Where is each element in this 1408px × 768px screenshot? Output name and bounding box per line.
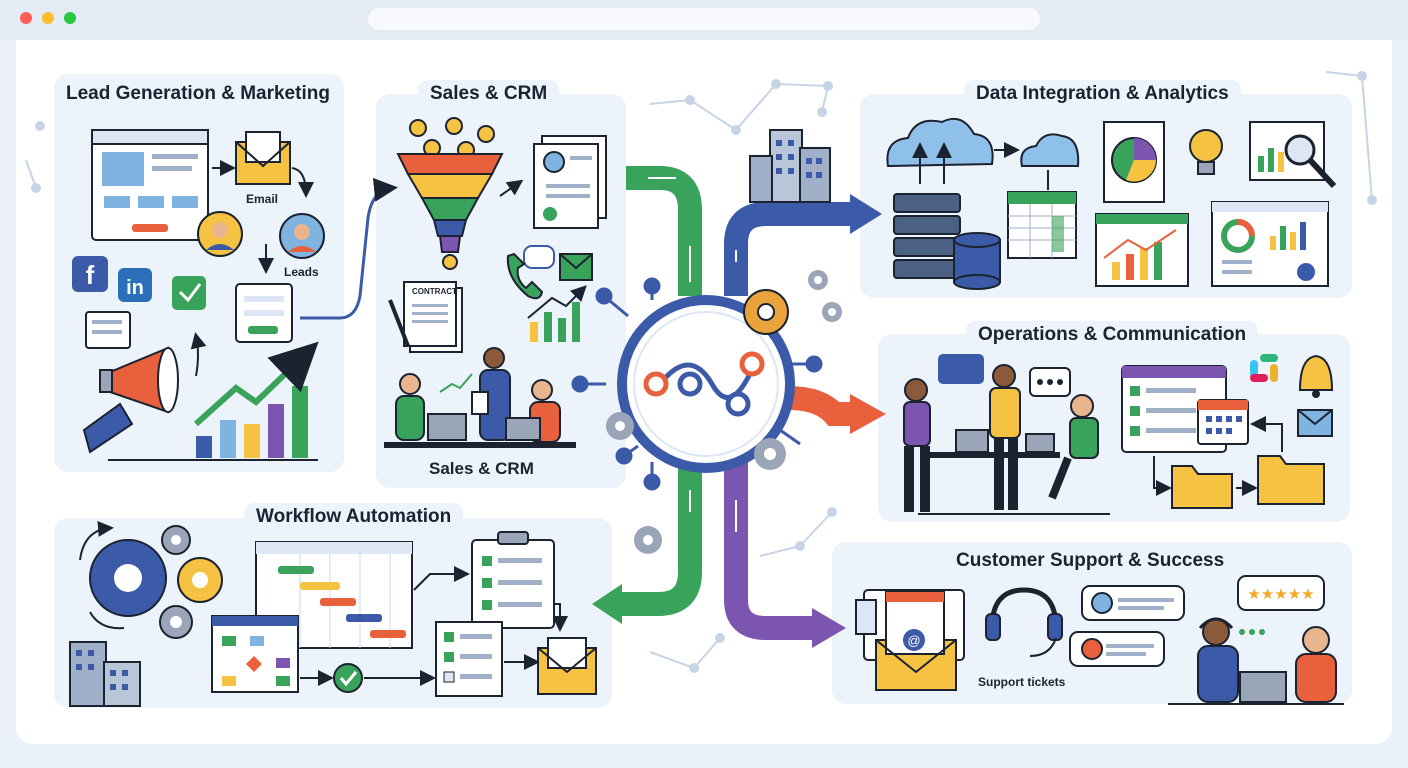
bar-chart-small xyxy=(527,285,587,342)
email-label: Email xyxy=(246,192,279,206)
customer-profile-doc xyxy=(533,135,607,229)
flow-green-out-head xyxy=(592,584,622,624)
slack-icon xyxy=(1250,354,1278,382)
svg-text:f: f xyxy=(86,260,95,290)
linkedin-icon: in xyxy=(118,268,152,302)
dashboard-card xyxy=(1211,201,1329,287)
avatar-lead-2 xyxy=(279,213,325,259)
clipboard-icon xyxy=(471,531,555,629)
facebook-icon: f xyxy=(72,256,108,292)
pie-chart-icon xyxy=(1103,121,1165,203)
lightbulb-icon xyxy=(1189,129,1223,175)
minimize-dot[interactable] xyxy=(42,12,54,24)
flow-blue-head xyxy=(850,194,882,234)
building-icon xyxy=(749,129,831,203)
panel-title-workflow: Workflow Automation xyxy=(244,503,464,531)
leads-label: Leads xyxy=(284,265,319,279)
growth-bars xyxy=(108,341,319,461)
contract-icon xyxy=(388,281,463,353)
svg-text:★★★★★: ★★★★★ xyxy=(1247,585,1314,603)
flow-arrows xyxy=(300,166,886,648)
svg-text:in: in xyxy=(126,277,144,299)
ops-people xyxy=(903,354,1110,515)
svg-text:@: @ xyxy=(907,633,920,648)
gear-icon xyxy=(743,289,789,335)
flow-green-out xyxy=(622,468,702,616)
server-icon xyxy=(893,193,961,279)
close-dot[interactable] xyxy=(20,12,32,24)
building-icon-workflow xyxy=(69,641,141,707)
magnifier-icon xyxy=(1249,121,1337,189)
maximize-dot[interactable] xyxy=(64,12,76,24)
flow-purple xyxy=(724,460,812,640)
phone-icon xyxy=(506,252,544,300)
list-card xyxy=(85,311,131,349)
panel-title-data-integration: Data Integration & Analytics xyxy=(964,80,1241,108)
check-circle-icon xyxy=(333,663,363,693)
envelope-icon-small xyxy=(559,253,593,281)
support-agents xyxy=(1168,617,1344,705)
panel-title-sales-crm: Sales & CRM xyxy=(418,80,560,108)
megaphone-icon xyxy=(82,346,179,454)
ticket-envelope: @ xyxy=(855,589,965,691)
funnel-icon xyxy=(396,153,504,253)
support-tickets-label: Support tickets xyxy=(978,675,1066,689)
decor-network xyxy=(25,71,1377,673)
sales-crm-caption: Sales & CRM xyxy=(429,459,534,478)
panel-title-operations: Operations & Communication xyxy=(966,321,1259,349)
calendar-icon xyxy=(1197,399,1249,445)
spreadsheet-icon xyxy=(1007,191,1077,259)
chat-icon xyxy=(523,245,555,269)
flowchart-card xyxy=(211,615,299,693)
flow-green-in xyxy=(626,166,702,296)
panel-title-support: Customer Support & Success xyxy=(944,547,1237,575)
bell-icon xyxy=(1298,354,1334,398)
flow-orange xyxy=(787,386,852,426)
contract-label: CONTRACT xyxy=(412,287,457,296)
sales-team xyxy=(384,347,576,448)
typing-dots xyxy=(1239,629,1265,635)
chat-bubble-2 xyxy=(1069,631,1165,667)
envelope-icon-workflow xyxy=(537,637,597,695)
database-icon xyxy=(953,232,1001,290)
avatar-lead xyxy=(197,211,243,257)
lead-landing-page xyxy=(91,129,209,241)
flow-orange-head xyxy=(850,394,886,434)
flow-blue xyxy=(724,202,850,296)
folder-icon xyxy=(1171,455,1325,509)
envelope-icon xyxy=(235,131,291,185)
address-bar[interactable] xyxy=(368,8,1040,30)
chat-bubble-1 xyxy=(1081,585,1185,621)
check-icon xyxy=(172,276,206,310)
flow-purple-head xyxy=(812,608,846,648)
gantt-chart xyxy=(255,541,413,649)
line-chart-card xyxy=(1095,213,1189,287)
checklist-card xyxy=(435,621,503,697)
panel-title-lead-generation: Lead Generation & Marketing xyxy=(54,80,342,108)
star-rating-icon: ★★★★★ xyxy=(1237,575,1325,611)
hub xyxy=(571,277,823,491)
browser-chrome xyxy=(0,0,1408,40)
lead-form xyxy=(235,283,293,343)
cloud-icon xyxy=(886,118,1080,168)
gears-cluster xyxy=(79,520,223,639)
headset-icon xyxy=(985,587,1063,657)
envelope-icon-ops xyxy=(1297,409,1333,437)
